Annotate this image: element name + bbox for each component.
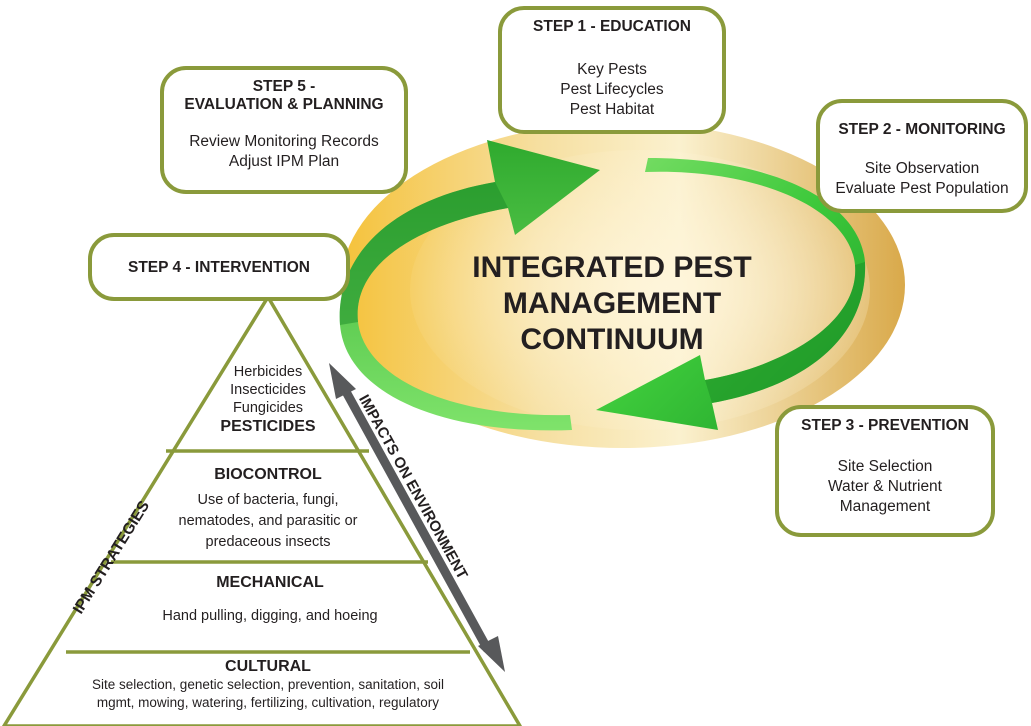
step2-box: STEP 2 - MONITORING Site Observation Eva… <box>816 99 1028 213</box>
biocontrol-line-3: predaceous insects <box>205 534 331 550</box>
green-arrow-left <box>339 140 600 431</box>
step5-box: STEP 5 - EVALUATION & PLANNING Review Mo… <box>160 66 408 194</box>
tier-biocontrol-heading: BIOCONTROL <box>214 466 322 483</box>
step2-title: STEP 2 - MONITORING <box>838 121 1006 138</box>
step5-title-line2: EVALUATION & PLANNING <box>184 96 384 113</box>
step4-title: STEP 4 - INTERVENTION <box>127 259 311 276</box>
cultural-line-1: Site selection, genetic selection, preve… <box>92 677 444 692</box>
biocontrol-line-2: nematodes, and parasitic or <box>178 513 358 529</box>
tier-mechanical: MECHANICAL Hand pulling, digging, and ho… <box>110 573 430 625</box>
step3-title: STEP 3 - PREVENTION <box>801 417 969 434</box>
tier-cultural: CULTURAL Site selection, genetic selecti… <box>20 657 516 712</box>
green-arrow-right-edge <box>705 262 866 403</box>
step5-title-line1: STEP 5 - <box>252 78 316 95</box>
mechanical-line-1: Hand pulling, digging, and hoeing <box>162 608 378 624</box>
tier-biocontrol: BIOCONTROL Use of bacteria, fungi, nemat… <box>130 465 406 553</box>
center-title-line2: MANAGEMENT <box>502 287 722 320</box>
step1-line-1: Key Pests <box>577 61 647 78</box>
tier-pesticides: Herbicides Insecticides Fungicides PESTI… <box>188 363 348 436</box>
step2-line-2: Evaluate Pest Population <box>835 180 1009 197</box>
pesticide-item-insecticides: Insecticides <box>230 382 306 398</box>
step4-box: STEP 4 - INTERVENTION <box>88 233 350 301</box>
step5-line-1: Review Monitoring Records <box>189 133 379 150</box>
step1-title: STEP 1 - EDUCATION <box>533 18 691 35</box>
pesticide-item-fungicides: Fungicides <box>232 400 304 416</box>
center-title-line3: CONTINUUM <box>520 323 704 356</box>
tier-mechanical-heading: MECHANICAL <box>216 574 324 591</box>
center-title-line1: INTEGRATED PEST <box>472 251 752 284</box>
step3-line-2: Water & Nutrient <box>828 478 942 495</box>
cultural-line-2: mgmt, mowing, watering, fertilizing, cul… <box>96 695 440 710</box>
step3-line-3: Management <box>839 498 931 515</box>
step2-line-1: Site Observation <box>864 160 980 177</box>
step1-line-3: Pest Habitat <box>569 101 655 118</box>
step1-box: STEP 1 - EDUCATION Key Pests Pest Lifecy… <box>498 6 726 134</box>
tier-pesticides-heading: PESTICIDES <box>220 418 316 435</box>
impacts-double-arrow <box>329 363 505 672</box>
strategy-pyramid <box>1 293 523 726</box>
green-arrow-left-edge <box>339 182 508 325</box>
step3-box: STEP 3 - PREVENTION Site Selection Water… <box>775 405 995 537</box>
step1-line-2: Pest Lifecycles <box>560 81 664 98</box>
center-title: INTEGRATED PEST MANAGEMENT CONTINUUM <box>462 250 762 358</box>
step3-line-1: Site Selection <box>837 458 933 475</box>
tier-cultural-heading: CULTURAL <box>225 658 311 675</box>
pesticide-item-herbicides: Herbicides <box>233 364 303 380</box>
step5-line-2: Adjust IPM Plan <box>228 153 340 170</box>
biocontrol-line-1: Use of bacteria, fungi, <box>197 492 339 508</box>
